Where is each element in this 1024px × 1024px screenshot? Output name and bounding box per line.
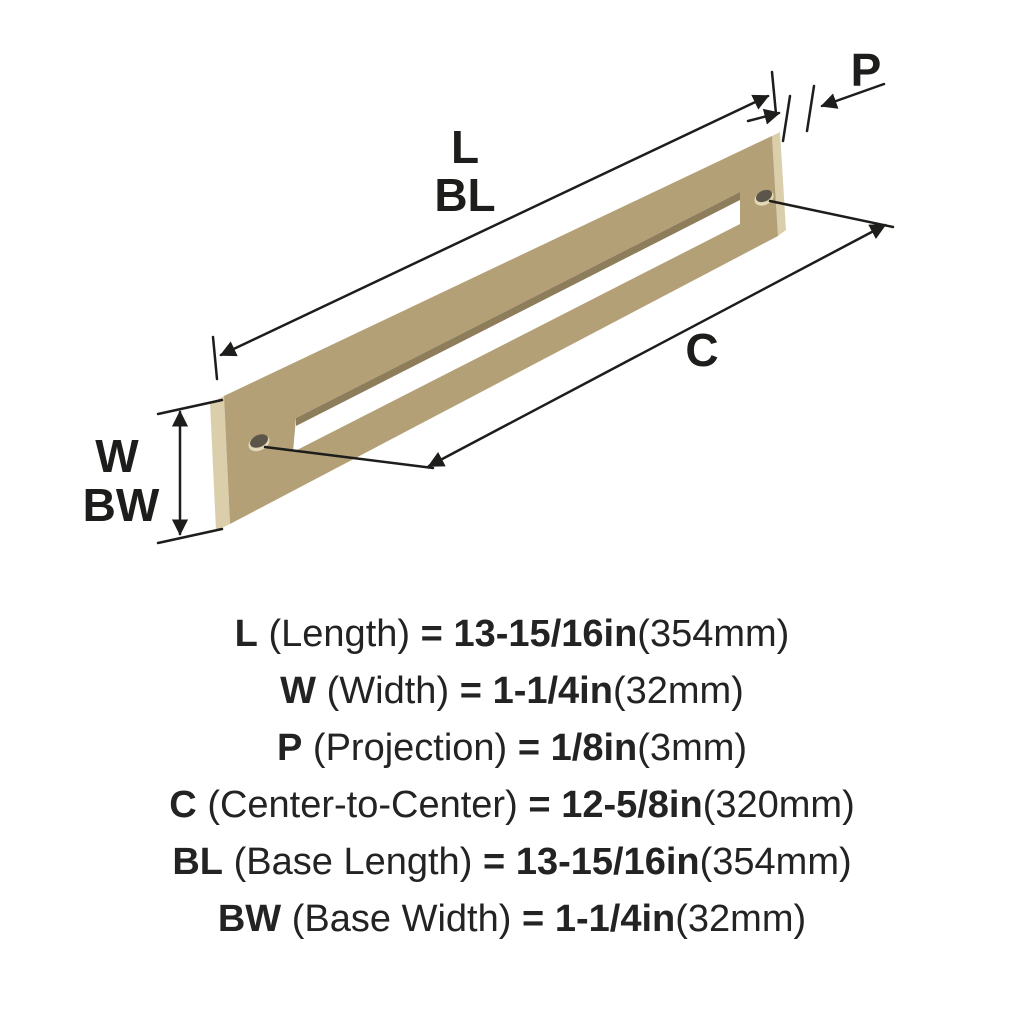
spec-label: (Base Width) [291,898,512,940]
spec-equals: = [517,727,541,769]
label-base-length: BL [434,169,495,221]
spec-value: 1/8in [550,727,638,769]
spec-code: C [169,784,197,826]
spec-line-projection: P(Projection)=1/8in(3mm) [0,720,1024,777]
center-extension-right [768,199,895,229]
projection-tick-back [805,84,816,133]
width-extension-top [156,398,224,416]
spec-line-base-width: BW(Base Width)=1-1/4in(32mm) [0,891,1024,948]
handle-slot-inner-edge [296,192,740,426]
label-length: L [451,121,479,173]
spec-list: L(Length)=13-15/16in(354mm) W(Width)=1-1… [0,606,1024,948]
spec-label: (Length) [268,613,411,655]
length-tick-left [211,335,219,381]
spec-metric: (354mm) [637,613,790,655]
spec-line-width: W(Width)=1-1/4in(32mm) [0,663,1024,720]
spec-line-base-length: BL(Base Length)=13-15/16in(354mm) [0,834,1024,891]
spec-value: 12-5/8in [561,784,703,826]
spec-metric: (320mm) [702,784,855,826]
spec-value: 1-1/4in [554,898,676,940]
spec-label: (Center-to-Center) [207,784,518,826]
spec-equals: = [522,898,545,940]
dimension-lines [156,70,895,545]
spec-line-center-to-center: C(Center-to-Center)=12-5/8in(320mm) [0,777,1024,834]
spec-value: 13-15/16in [515,841,700,883]
handle-right-side-face [772,132,786,236]
spec-code: L [234,613,258,655]
spec-label: (Projection) [312,727,508,769]
projection-tick-front [781,94,792,143]
projection-arrow-right [820,82,886,109]
spec-metric: (3mm) [637,727,748,769]
spec-equals: = [482,841,506,883]
spec-value: 1-1/4in [492,670,613,712]
label-center-to-center: C [685,324,718,376]
handle-left-side-face [210,396,230,531]
spec-line-length: L(Length)=13-15/16in(354mm) [0,606,1024,663]
spec-metric: (32mm) [675,898,807,940]
projection-arrow-left [746,108,781,125]
spec-label: (Base Length) [233,841,473,883]
spec-code: W [280,670,317,712]
spec-code: BL [172,841,224,883]
mounting-hole-left-bore [250,434,268,448]
spec-code: P [276,727,303,769]
spec-metric: (32mm) [612,670,744,712]
spec-equals: = [459,670,482,712]
spec-equals: = [528,784,551,826]
center-extension-left [263,445,435,470]
length-tick-right [770,70,778,116]
spec-code: BW [217,898,282,940]
dimension-labels: L BL P C W BW [83,44,882,531]
label-base-width: BW [83,479,160,531]
spec-value: 13-15/16in [453,613,638,655]
center-dimension-line [427,223,887,468]
width-extension-bottom [156,527,224,545]
spec-equals: = [420,613,443,655]
label-projection: P [851,44,882,96]
spec-metric: (354mm) [699,841,852,883]
label-width: W [95,430,139,482]
spec-label: (Width) [326,670,450,712]
